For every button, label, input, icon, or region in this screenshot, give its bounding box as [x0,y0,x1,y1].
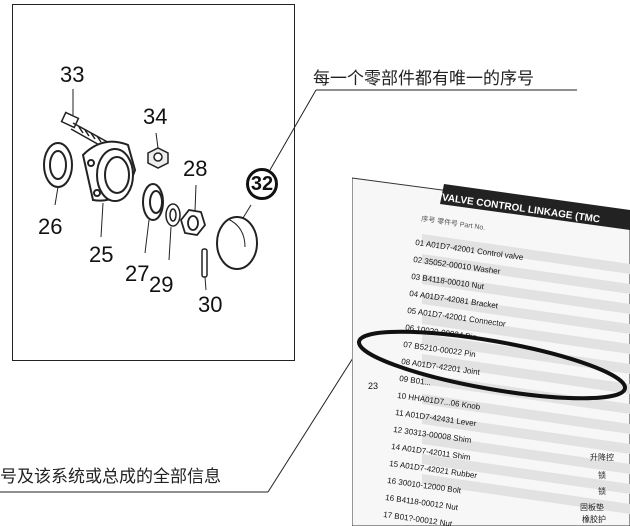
part-label-28: 28 [183,156,208,181]
seal-26-drawing [43,142,73,206]
part-label-32-circled: 32 [246,168,278,200]
exploded-view-drawing [43,89,258,291]
parts-list-sheet: /VALVE CONTROL LINKAGE (TMC 序号 零件号 Part … [352,170,630,526]
cap-32-drawing [216,204,258,270]
part-label-26: 26 [38,214,63,239]
sheet-side-note: 橡胶护 [582,515,606,524]
washer-29-drawing [165,203,181,261]
side-label-23: 23 [368,381,379,391]
part-label-29: 29 [149,272,174,297]
sheet-side-note: 锁 [598,471,606,480]
pin-30-drawing [201,248,208,291]
hub-25-drawing [81,140,137,238]
nut-34-drawing [147,132,169,169]
part-label-33: 33 [60,62,85,87]
sheet-background [352,177,630,526]
part-label-34: 34 [143,104,168,129]
callout-system-info: 号及该系统或总成的全部信息 [0,467,221,486]
sheet-side-note: 升降控 [590,453,614,462]
bearing-27-drawing [142,183,164,254]
nut-28-drawing [179,184,207,236]
part-label-30: 30 [198,292,223,317]
part-label-27: 27 [125,261,150,286]
part-label-25: 25 [89,242,114,267]
sheet-side-note: 锁 [598,487,606,496]
callout-unique-number: 每一个零部件都有唯一的序号 [313,69,534,88]
sheet-side-note: 固板垫 [580,503,604,512]
